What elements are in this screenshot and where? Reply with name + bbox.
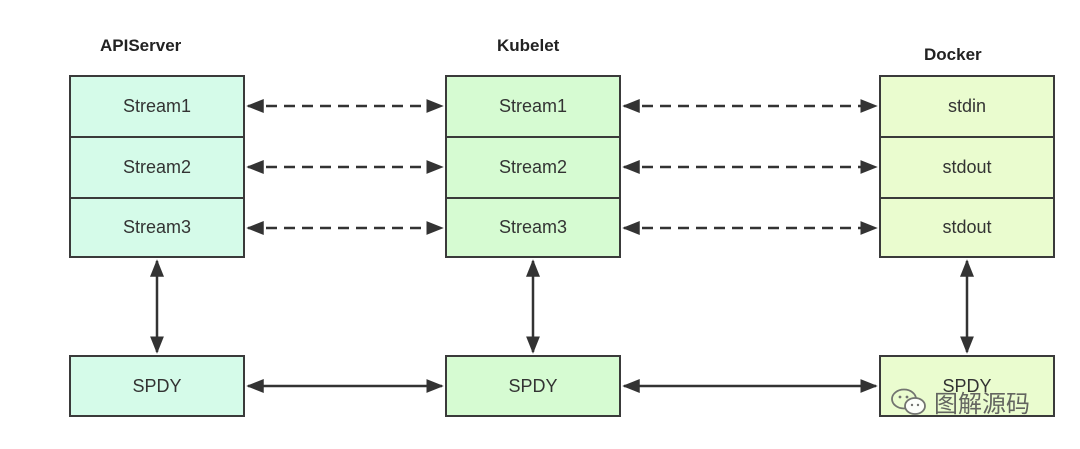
- apiserver-stream1-box: Stream1: [69, 75, 245, 138]
- docker-stdout-box: stdout: [879, 136, 1055, 199]
- watermark: 图解源码: [890, 384, 1030, 419]
- kubelet-stream3-box: Stream3: [445, 197, 621, 258]
- kubelet-stream1-box: Stream1: [445, 75, 621, 138]
- apiserver-stream2-box: Stream2: [69, 136, 245, 199]
- apiserver-stream3-box: Stream3: [69, 197, 245, 258]
- docker-title: Docker: [924, 45, 982, 64]
- kubelet-spdy-box: SPDY: [445, 355, 621, 417]
- apiserver-spdy-box: SPDY: [69, 355, 245, 417]
- kubelet-title: Kubelet: [497, 36, 560, 55]
- apiserver-title: APIServer: [100, 36, 182, 55]
- wechat-icon: [891, 388, 926, 415]
- watermark-text: 图解源码: [934, 391, 1030, 418]
- docker-stdout2-box: stdout: [879, 197, 1055, 258]
